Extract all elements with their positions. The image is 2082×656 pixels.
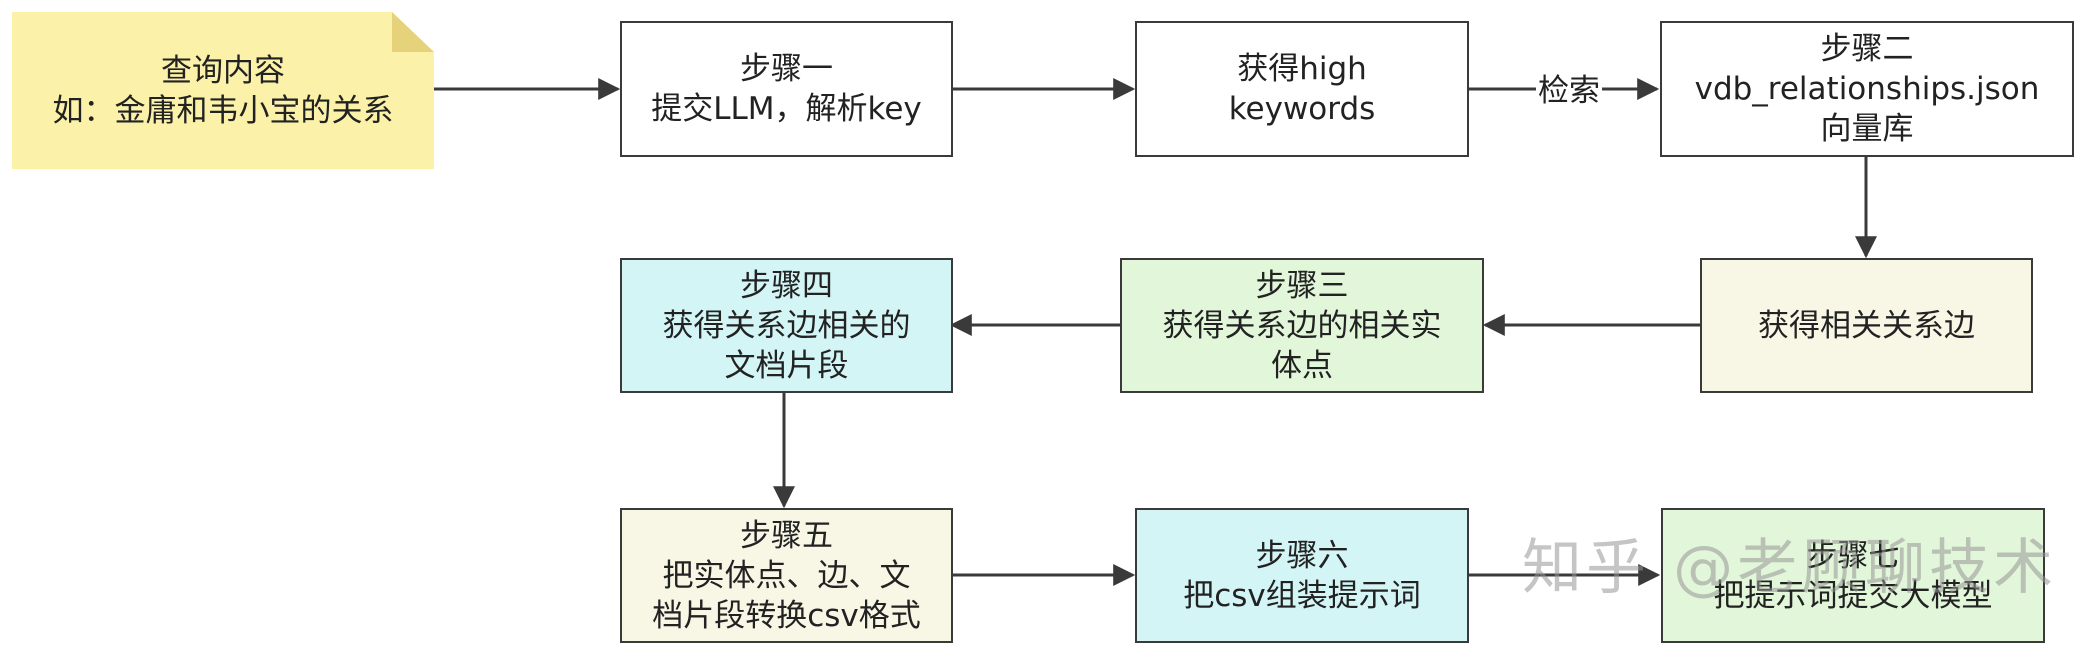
high-keywords-box: 获得high keywords: [1135, 21, 1469, 157]
step3-desc-line1: 获得关系边的相关实: [1162, 307, 1442, 344]
step3-box: 步骤三 获得关系边的相关实 体点: [1120, 258, 1484, 393]
step2-title: 步骤二: [1820, 31, 1914, 67]
step1-title: 步骤一: [740, 51, 833, 87]
step6-desc: 把csv组装提示词: [1183, 577, 1421, 614]
step2-box: 步骤二 vdb_relationships.json 向量库: [1660, 21, 2074, 157]
step3-title: 步骤三: [1255, 267, 1349, 304]
note-line1: 查询内容: [161, 52, 285, 89]
step7-desc: 把提示词提交大模型: [1713, 577, 1993, 614]
note-line2: 如：金庸和韦小宝的关系: [52, 92, 394, 129]
related-edges-box: 获得相关关系边: [1700, 258, 2033, 393]
step7-box: 步骤七 把提示词提交大模型: [1661, 508, 2045, 643]
step6-title: 步骤六: [1255, 537, 1349, 574]
step5-desc-line2: 档片段转换csv格式: [652, 597, 921, 634]
step4-desc-line1: 获得关系边相关的: [662, 307, 911, 344]
high-keywords-line1: 获得high: [1237, 51, 1367, 87]
related-edges-text: 获得相关关系边: [1758, 307, 1975, 344]
step1-box: 步骤一 提交LLM，解析key: [620, 21, 953, 157]
step5-title: 步骤五: [739, 517, 833, 554]
query-note: 查询内容 如：金庸和韦小宝的关系: [12, 12, 434, 169]
step6-box: 步骤六 把csv组装提示词: [1135, 508, 1469, 643]
step5-desc-line1: 把实体点、边、文: [662, 557, 911, 594]
step1-desc: 提交LLM，解析key: [651, 91, 922, 127]
step4-box: 步骤四 获得关系边相关的 文档片段: [620, 258, 953, 393]
step5-box: 步骤五 把实体点、边、文 档片段转换csv格式: [620, 508, 953, 643]
retrieve-edge-label: 检索: [1536, 71, 1602, 111]
zhihu-watermark: 知乎 @老顾聊技术: [1522, 533, 2058, 603]
step2-db-name: vdb_relationships.json: [1694, 71, 2040, 107]
step7-title: 步骤七: [1806, 537, 1900, 574]
high-keywords-line2: keywords: [1228, 91, 1376, 127]
step2-desc: 向量库: [1820, 111, 1914, 147]
step4-title: 步骤四: [740, 267, 833, 304]
step3-desc-line2: 体点: [1271, 347, 1333, 384]
step4-desc-line2: 文档片段: [724, 347, 849, 384]
